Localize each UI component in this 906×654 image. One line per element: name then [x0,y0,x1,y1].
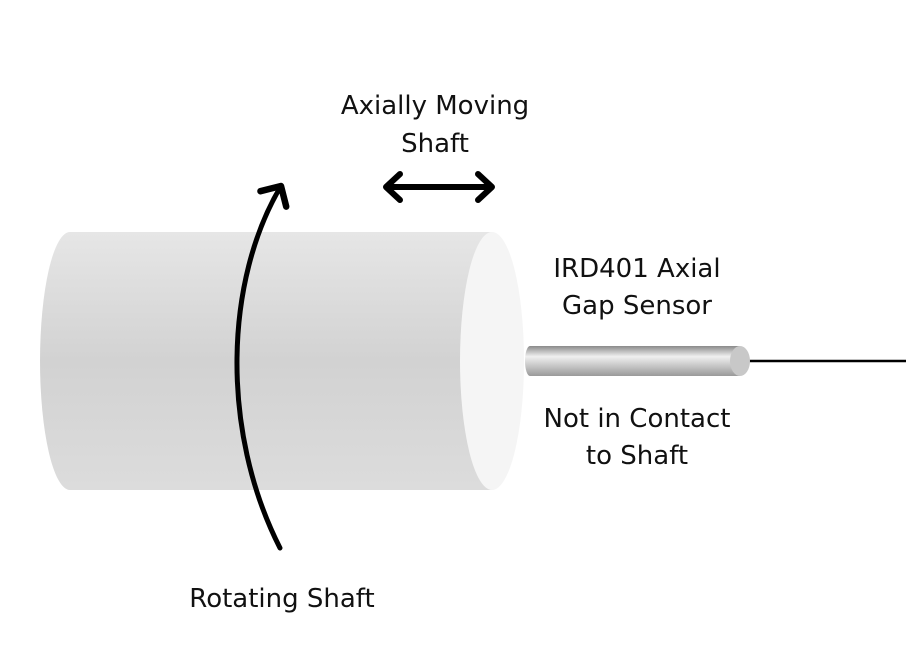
sensor-label-line2: Gap Sensor [562,291,712,321]
rotating-shaft [40,232,524,490]
no-contact-label-line1: Not in Contact [544,404,731,434]
sensor-probe [525,346,906,376]
axial-motion-label-line1: Axially Moving [341,91,529,121]
rotation-arrow [234,182,290,551]
shaft-body [40,232,492,490]
rotating-shaft-label: Rotating Shaft [189,584,374,614]
sensor-rod-end [730,346,750,376]
no-contact-label-line2: to Shaft [586,441,688,471]
sensor-label-line1: IRD401 Axial [553,254,720,284]
axial-motion-double-arrow [383,171,495,203]
sensor-rod [525,346,740,376]
axial-motion-label-line2: Shaft [401,129,469,159]
shaft-end-face [460,232,524,490]
